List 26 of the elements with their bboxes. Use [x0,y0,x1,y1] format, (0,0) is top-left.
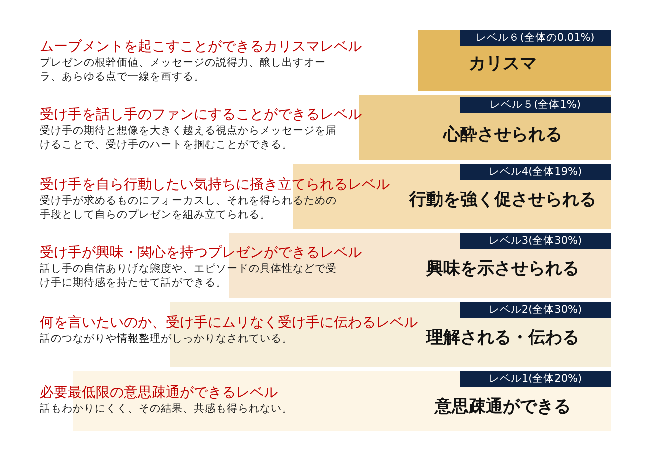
level-description: プレゼンの根幹価値、メッセージの説得力、醸し出すオーラ、あらゆる点で一線を画する。 [40,56,327,84]
level-description: 話もわかりにくく、その結果、共感も得られない。 [40,402,294,416]
level-tag: レベル1(全体20%) [460,371,611,387]
level-title: 行動を強く促させられる [408,189,598,211]
level-description: 受け手の期待と想像を大きく越える視点からメッセージを届けることで、受け手のハートを掴むことができる。 [40,124,338,152]
level-title: 理解される・伝わる [425,327,580,349]
level-title: カリスマ [468,53,538,75]
level-heading: 受け手を話し手のファンにすることができるレベル [40,106,362,124]
level-description: 受け手が求めるものにフォーカスし、それを得られるための手段として自らのプレゼンを組み立てられる。 [40,194,338,222]
level-title: 意思疎通ができる [434,396,572,418]
level-tag: レベル3(全体30%) [460,233,611,249]
level-heading: 必要最低限の意思疎通ができるレベル [40,384,278,402]
level-tag: レベル６(全体の0.01%) [460,30,611,46]
level-bar [293,164,611,229]
level-heading: 何を言いたいのか、受け手にムリなく受け手に伝わるレベル [40,314,418,332]
level-description: 話のつながりや情報整理がしっかりなされている。 [40,332,294,346]
level-tag: レベル4(全体19%) [460,164,611,180]
level-bar [418,30,611,91]
level-title: 興味を示させられる [426,258,580,280]
level-tag: レベル2(全体30%) [460,302,611,318]
level-heading: 受け手を自ら行動したい気持ちに掻き立てられるレベル [40,176,390,194]
level-tag: レベル５(全体1%) [460,97,611,113]
level-description: 話し手の自信ありげな態度や、エピソードの具体性などで受け手に期待感を持たせて話ができる。 [40,262,338,290]
level-heading: ムーブメントを起こすことができるカリスマレベル [40,38,362,56]
level-heading: 受け手が興味・関心を持つプレゼンができるレベル [40,244,362,262]
level-title: 心酔させられる [442,124,564,146]
